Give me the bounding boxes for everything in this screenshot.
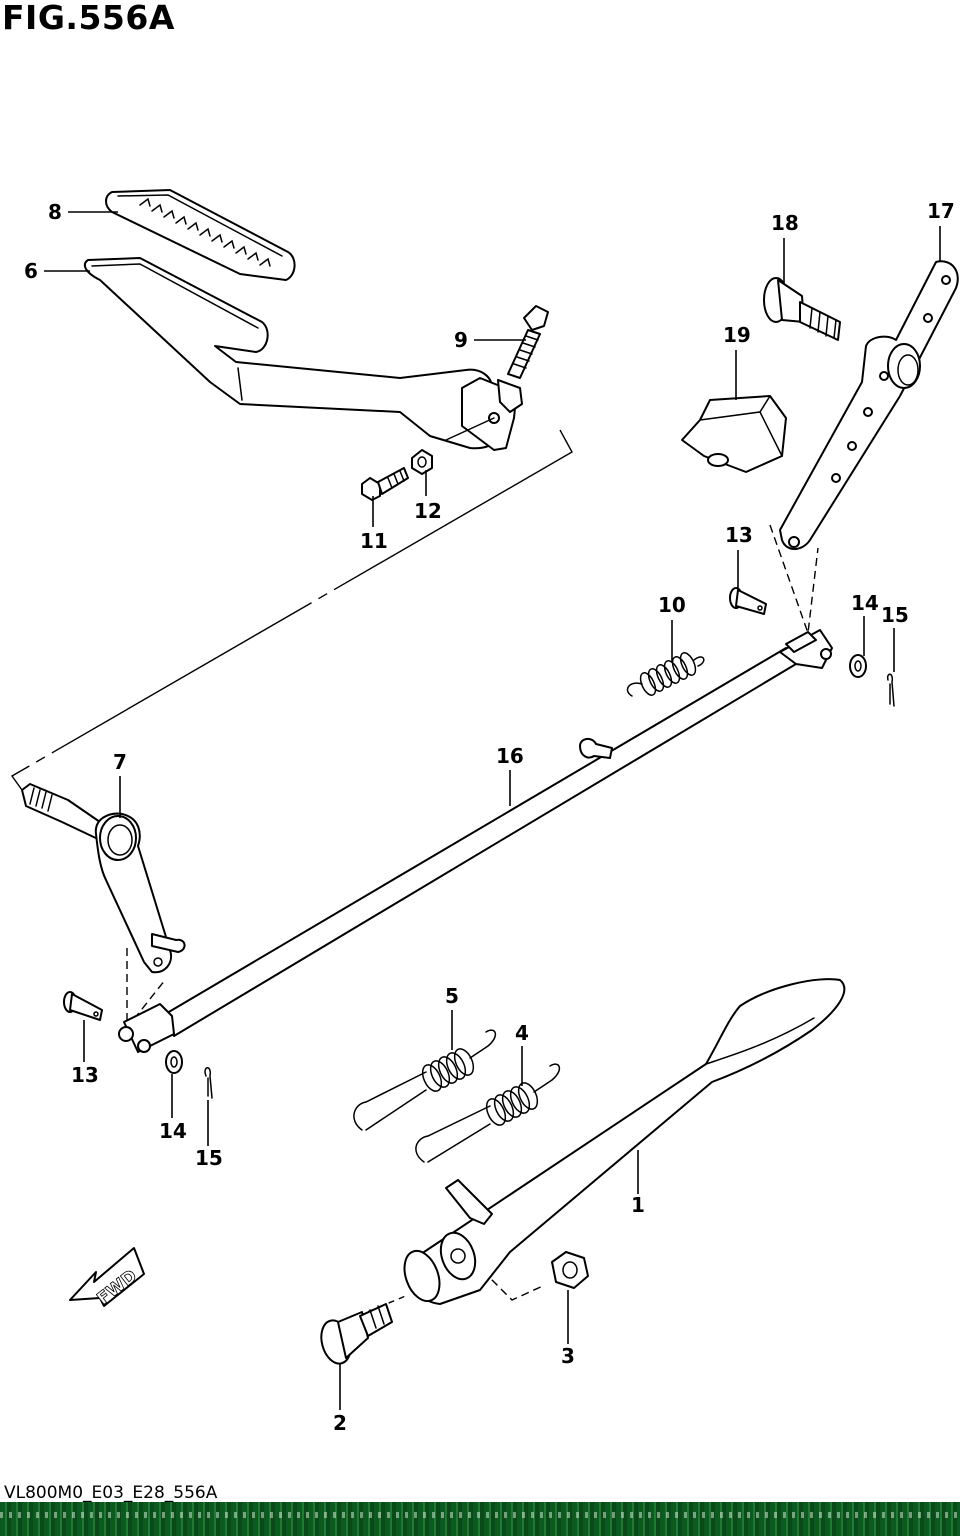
callout-17: 17: [927, 199, 955, 223]
callout-6: 6: [24, 259, 38, 283]
part-18-pivot-bolt[interactable]: [763, 277, 841, 341]
part-16-brake-rod[interactable]: [118, 629, 833, 1053]
part-2-stand-bolt[interactable]: [317, 1303, 393, 1367]
callout-11: 11: [360, 529, 388, 553]
part-6-brake-pedal[interactable]: [83, 257, 523, 451]
fwd-direction-arrow: FWD: [69, 1247, 145, 1310]
part-15-cotter-pin-upper[interactable]: [886, 673, 895, 707]
leader-lines: [44, 211, 941, 1410]
callout-5: 5: [445, 984, 459, 1008]
part-13-clevis-pin-upper[interactable]: [729, 587, 767, 615]
callout-12: 12: [414, 499, 442, 523]
part-9-adjust-bolt[interactable]: [507, 305, 549, 379]
part-13-clevis-pin-lower[interactable]: [63, 991, 103, 1021]
callout-10: 10: [658, 593, 686, 617]
callout-labels: 8 6 9 11 12 18 17 19 13 10 14 15 16 7 13…: [24, 199, 955, 1435]
part-19-cover-cap[interactable]: [681, 395, 787, 473]
callout-1: 1: [631, 1193, 645, 1217]
callout-8: 8: [48, 200, 62, 224]
part-7-brake-shaft-arm[interactable]: [21, 783, 186, 974]
callout-14-lower: 14: [159, 1119, 187, 1143]
callout-18: 18: [771, 211, 799, 235]
part-11-bolt[interactable]: [361, 467, 409, 501]
part-3-lock-nut[interactable]: [551, 1251, 589, 1289]
figure-code: VL800M0_E03_E28_556A: [4, 1483, 218, 1503]
part-17-rear-lever[interactable]: [779, 260, 959, 550]
part-12-nut[interactable]: [411, 449, 433, 475]
callout-19: 19: [723, 323, 751, 347]
part-8-pedal-rubber[interactable]: [105, 189, 296, 281]
callout-3: 3: [561, 1344, 575, 1368]
callout-4: 4: [515, 1021, 529, 1045]
callout-13-upper: 13: [725, 523, 753, 547]
part-14-washer-lower[interactable]: [165, 1050, 183, 1074]
callout-15-upper: 15: [881, 603, 909, 627]
callout-14-upper: 14: [851, 591, 879, 615]
callout-2: 2: [333, 1411, 347, 1435]
callout-13-lower: 13: [71, 1063, 99, 1087]
part-4-stand-spring[interactable]: [415, 1063, 561, 1163]
part-5-stand-spring[interactable]: [353, 1029, 497, 1131]
part-15-cotter-pin-lower[interactable]: [204, 1067, 213, 1099]
callout-7: 7: [113, 750, 127, 774]
part-1-side-stand[interactable]: [398, 978, 846, 1306]
figure-title: FIG.556A: [2, 0, 175, 37]
callout-9: 9: [454, 328, 468, 352]
footer-bar: [0, 1502, 960, 1536]
part-14-washer-upper[interactable]: [849, 654, 867, 678]
callout-15-lower: 15: [195, 1146, 223, 1170]
part-10-return-spring[interactable]: [626, 651, 705, 698]
callout-16: 16: [496, 744, 524, 768]
